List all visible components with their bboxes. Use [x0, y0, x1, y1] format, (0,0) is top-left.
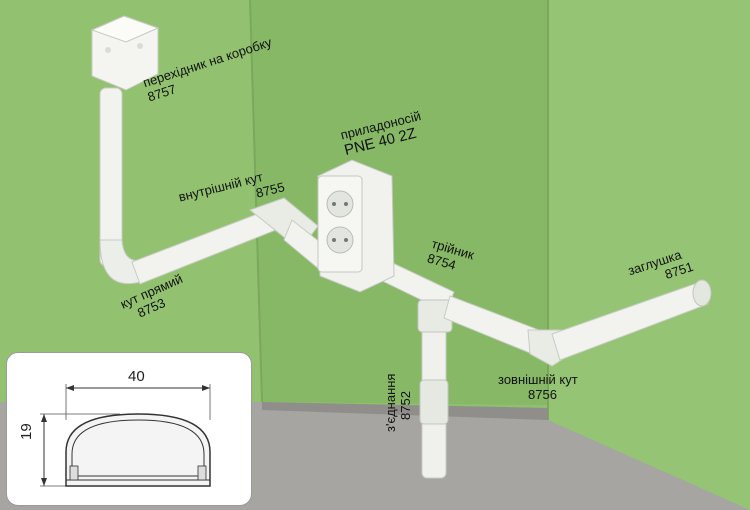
socket-lower-pin-2 — [344, 238, 348, 242]
end-cap — [692, 279, 712, 307]
duct-profile-outer — [65, 413, 211, 487]
duct-to-end-cap — [551, 281, 709, 361]
profile-width-label: 40 — [128, 368, 145, 385]
adapter-box-screw — [137, 43, 143, 49]
label-outer-corner: зовнішній кут 8756 — [498, 372, 578, 402]
label-outer-corner-code: 8756 — [528, 387, 557, 402]
duct-profile-inner — [71, 419, 205, 477]
adapter-box-screw-2 — [105, 47, 111, 53]
socket-lower — [326, 226, 354, 254]
left-wall — [0, 0, 262, 402]
height-arrow-top — [41, 414, 47, 422]
skirting-shadow — [262, 402, 548, 420]
height-arrow-bottom — [41, 478, 47, 486]
right-wall — [548, 0, 750, 510]
socket-upper-pin — [332, 202, 336, 206]
profile-height-label: 19 — [18, 423, 35, 440]
duct-profile-clip-left — [69, 465, 79, 481]
back-wall — [250, 0, 548, 405]
joint-piece — [419, 379, 449, 425]
socket-upper-pin-2 — [344, 202, 348, 206]
width-arrow-left — [66, 385, 74, 391]
width-arrow-right — [202, 385, 210, 391]
socket-upper — [326, 190, 354, 218]
socket-lower-pin — [332, 238, 336, 242]
duct-profile-clip-right — [197, 465, 207, 481]
wall-corner-line — [249, 0, 263, 403]
label-outer-corner-name: зовнішній кут — [498, 372, 578, 387]
adapter-box-top — [90, 15, 160, 43]
